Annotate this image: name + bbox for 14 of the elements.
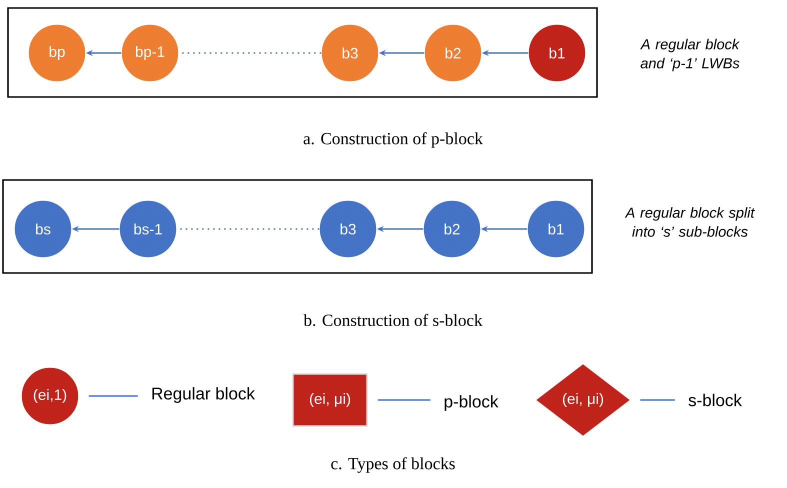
legend-text: p-block xyxy=(444,395,498,411)
caption: c. Types of blocks xyxy=(331,457,455,473)
legend-text: Regular block xyxy=(152,387,255,403)
side-note: A regular block split into ‘s’ sub-blocks xyxy=(624,207,755,237)
connector-dash xyxy=(88,395,138,397)
block-square: (ei, μi) xyxy=(292,373,368,427)
connector-dash xyxy=(640,399,675,401)
caption: a. Construction of p-block xyxy=(304,132,483,148)
frame-box xyxy=(7,7,598,98)
side-note: A regular block and ‘p-1’ LWBs xyxy=(640,38,740,72)
caption: b. Construction of s-block xyxy=(304,314,482,326)
legend-text: s-block xyxy=(688,394,742,406)
connector-dash xyxy=(378,399,430,401)
frame-box xyxy=(2,179,593,274)
